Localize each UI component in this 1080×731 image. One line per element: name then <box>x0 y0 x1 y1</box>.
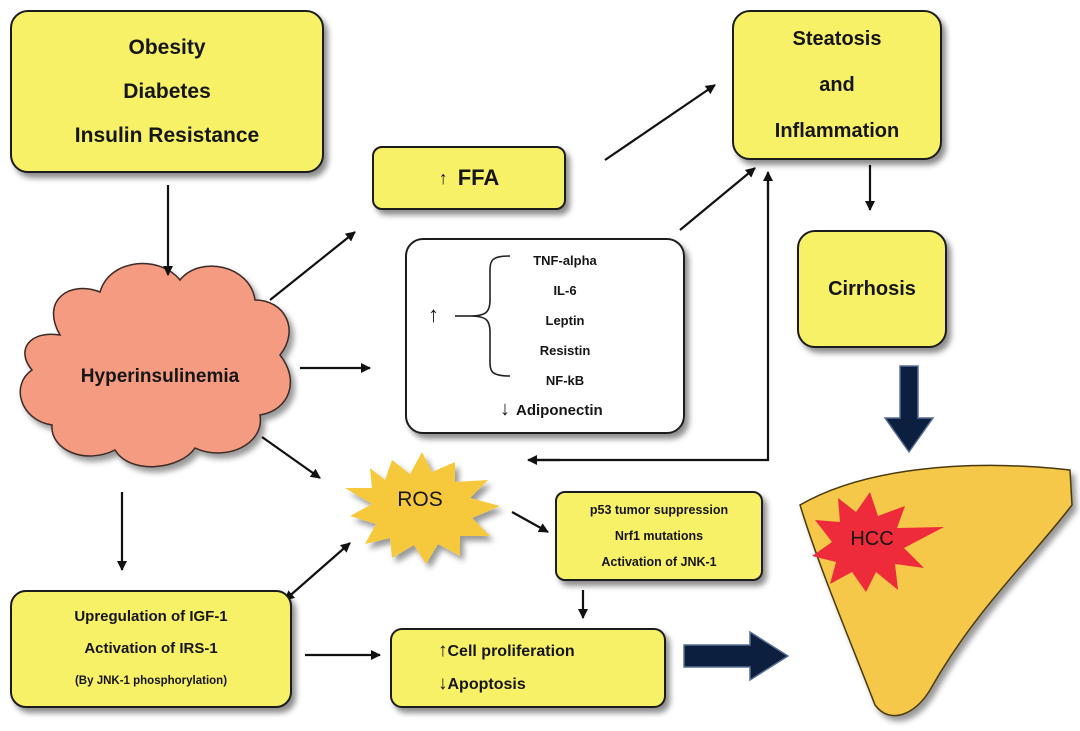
ros-label: ROS <box>397 488 443 511</box>
steatosis-line-3: Inflammation <box>774 120 900 142</box>
p53-line-3: Activation of JNK-1 <box>601 555 717 569</box>
cell-proliferation-row: ↑Cell proliferation <box>438 635 575 668</box>
arrow-ros-to-p53 <box>511 511 549 533</box>
igf-line-2: Activation of IRS-1 <box>84 640 218 657</box>
ffa-label: FFA <box>457 165 500 190</box>
ffa-box: ↑ FFA <box>372 146 566 210</box>
steatosis-line-2: and <box>819 74 855 96</box>
adiponectin-label: Adiponectin <box>516 402 603 419</box>
ros-burst-shape <box>345 452 500 564</box>
cirrhosis-box: Cirrhosis <box>797 230 947 348</box>
cytokine-list: TNF-alpha IL-6 Leptin Resistin NF-kB <box>510 246 620 396</box>
cirrhosis-label: Cirrhosis <box>828 277 916 300</box>
arrow-hyper-to-ros <box>261 436 321 479</box>
down-arrow-icon: ↓ <box>438 673 448 694</box>
arrows <box>117 84 875 660</box>
p53-box: p53 tumor suppression Nrf1 mutations Act… <box>555 491 763 581</box>
risk-factor-insulin-resistance: Insulin Resistance <box>74 123 260 147</box>
arrow-ffa-to-steatosis <box>604 84 716 161</box>
apoptosis-row: ↓Apoptosis <box>438 668 526 701</box>
risk-factor-diabetes: Diabetes <box>123 79 211 103</box>
cytokine-box <box>405 238 685 434</box>
igf-box: Upregulation of IGF-1 Activation of IRS-… <box>10 590 292 708</box>
up-arrow-icon: ↑ <box>438 167 448 188</box>
cytokine-leptin: Leptin <box>545 313 585 328</box>
cytokine-resistin: Resistin <box>539 343 591 358</box>
arrow-hyper-to-ffa <box>269 231 356 301</box>
down-arrow-icon: ↓ <box>500 398 510 420</box>
steatosis-box: Steatosis and Inflammation <box>732 10 942 160</box>
igf-line-1: Upregulation of IGF-1 <box>74 608 228 625</box>
hyperinsulinemia-label: Hyperinsulinemia <box>80 366 240 387</box>
arrow-ros-igf <box>284 542 351 601</box>
risk-factors-box: Obesity Diabetes Insulin Resistance <box>10 10 324 173</box>
cytokine-up-icon: ↑ <box>428 302 439 327</box>
apoptosis-label: Apoptosis <box>447 676 526 693</box>
p53-line-1: p53 tumor suppression <box>589 503 729 517</box>
arrow-cyto-to-steatosis <box>679 167 756 231</box>
cytokine-il6: IL-6 <box>553 283 577 298</box>
cell-box: ↑Cell proliferation ↓Apoptosis <box>390 628 666 708</box>
big-arrow-right <box>683 630 790 682</box>
p53-line-2: Nrf1 mutations <box>614 529 704 543</box>
risk-factor-obesity: Obesity <box>128 35 206 59</box>
cytokine-nfkb: NF-kB <box>545 373 585 388</box>
hcc-label: HCC <box>850 528 894 550</box>
adiponectin-row: ↓ Adiponectin <box>500 398 603 421</box>
cytokine-tnf: TNF-alpha <box>533 253 597 268</box>
hyperinsulinemia-cloud <box>19 262 291 468</box>
steatosis-line-1: Steatosis <box>792 28 882 50</box>
cell-proliferation-label: Cell proliferation <box>447 643 575 660</box>
up-arrow-icon: ↑ <box>438 640 448 661</box>
hcc-star-shape <box>812 492 944 592</box>
arrow-ros-feedback <box>530 180 770 462</box>
igf-line-3: (By JNK-1 phosphorylation) <box>74 675 228 687</box>
big-arrow-down <box>883 365 935 454</box>
